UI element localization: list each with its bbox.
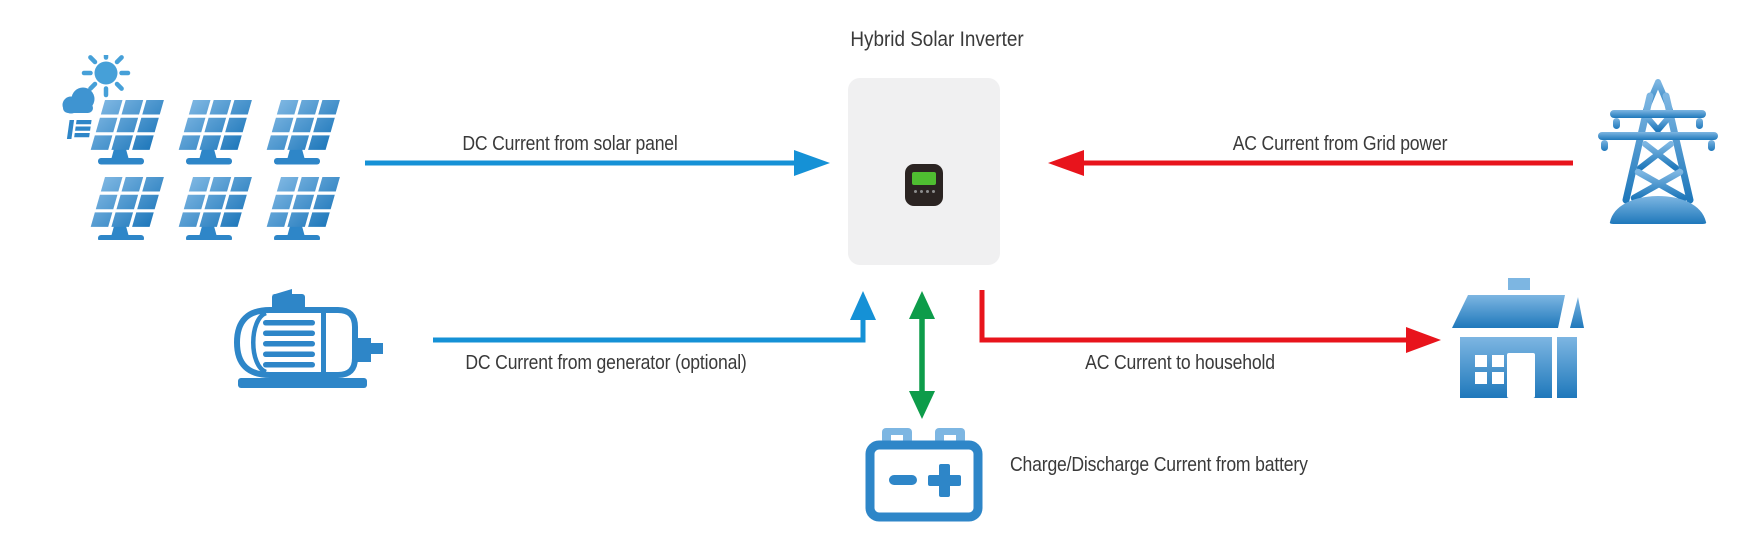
inverter-unit [848,78,1000,265]
cloud-icon [62,87,95,114]
label-dc-solar: DC Current from solar panel [462,133,678,155]
tower-arms [1598,110,1718,224]
arrow-battery-bidirectional [909,291,935,419]
panel [90,177,164,240]
panel [266,177,340,240]
generator-motor-icon [233,289,383,388]
arrow-ac-household [979,290,1441,353]
arrow-dc-generator [433,291,876,343]
arrow-dc-solar [365,150,830,176]
plus-terminal-glyph [928,464,961,497]
sun-icon [81,55,131,98]
panel [266,100,340,165]
panel [178,100,252,165]
label-battery: Charge/Discharge Current from battery [1010,454,1308,476]
mini-panel-icon [66,120,92,139]
house-icon [1452,278,1584,398]
label-ac-household: AC Current to household [1085,352,1275,374]
panel-grid [90,100,340,240]
house-shape [1452,278,1584,398]
label-ac-grid: AC Current from Grid power [1232,133,1448,155]
battery-icon [865,428,983,522]
label-dc-generator: DC Current from generator (optional) [465,352,747,374]
battery-shape [865,428,983,522]
panel [90,100,164,165]
inverter-display [905,164,943,206]
diagram-title: Hybrid Solar Inverter [850,28,1024,51]
generator-body [233,289,383,388]
transmission-tower-icon [1598,79,1718,224]
arrow-ac-grid [1048,150,1573,176]
panel [178,177,252,240]
inverter-buttons [905,190,943,193]
inverter-screen [912,172,936,185]
solar-panel-array-icon [62,55,340,240]
minus-terminal-glyph [889,475,917,485]
